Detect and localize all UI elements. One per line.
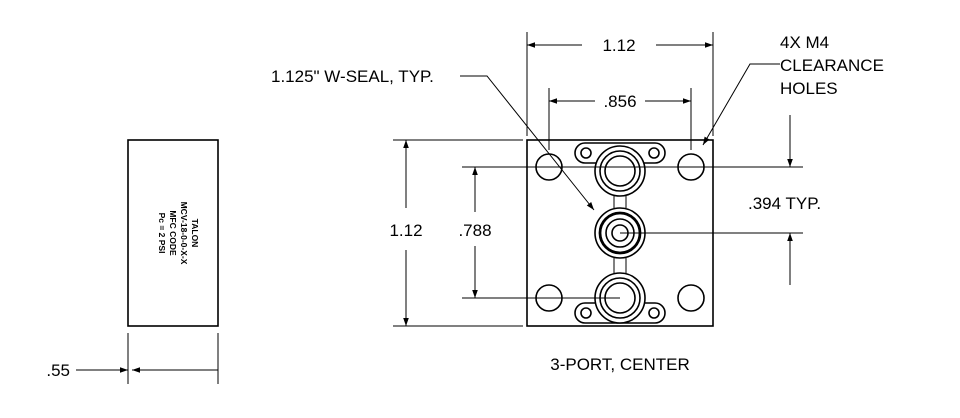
side-view-outline [127, 139, 219, 327]
part-marking-line-3: MFC CODE [168, 210, 178, 256]
plan-view: 1.12 .856 1.12 .788 .394 TYP. 1.125" W-S… [271, 32, 884, 374]
flow-passage-lower [613, 258, 627, 274]
dim-offset-typ: .394 TYP. [748, 194, 821, 213]
side-view: TALON MCV-18-0-0-X-X MFC CODE Pc = 2 PSI… [46, 139, 219, 384]
holes-note-leader [702, 63, 780, 146]
part-marking-line-1: TALON [190, 219, 200, 248]
part-marking: TALON MCV-18-0-0-X-X MFC CODE Pc = 2 PSI [157, 202, 200, 265]
clearance-hole-bottom-right [677, 284, 705, 312]
seal-note: 1.125" W-SEAL, TYP. [271, 67, 434, 86]
dim-width-055: .55 [46, 361, 70, 380]
holes-note-line-3: HOLES [780, 79, 838, 98]
dim-overall-width: 1.12 [602, 36, 635, 55]
part-marking-line-2: MCV-18-0-0-X-X [179, 202, 189, 265]
dim-hole-pitch: .856 [603, 92, 636, 111]
seal-note-leader [460, 75, 595, 211]
dim-seal-pitch: .788 [458, 221, 491, 240]
holes-note-line-2: CLEARANCE [780, 56, 884, 75]
part-marking-line-4: Pc = 2 PSI [157, 213, 167, 254]
view-caption: 3-PORT, CENTER [550, 355, 690, 374]
w-seal-port-top [574, 142, 666, 197]
holes-note-line-1: 4X M4 [780, 33, 829, 52]
dim-overall-height: 1.12 [389, 221, 422, 240]
